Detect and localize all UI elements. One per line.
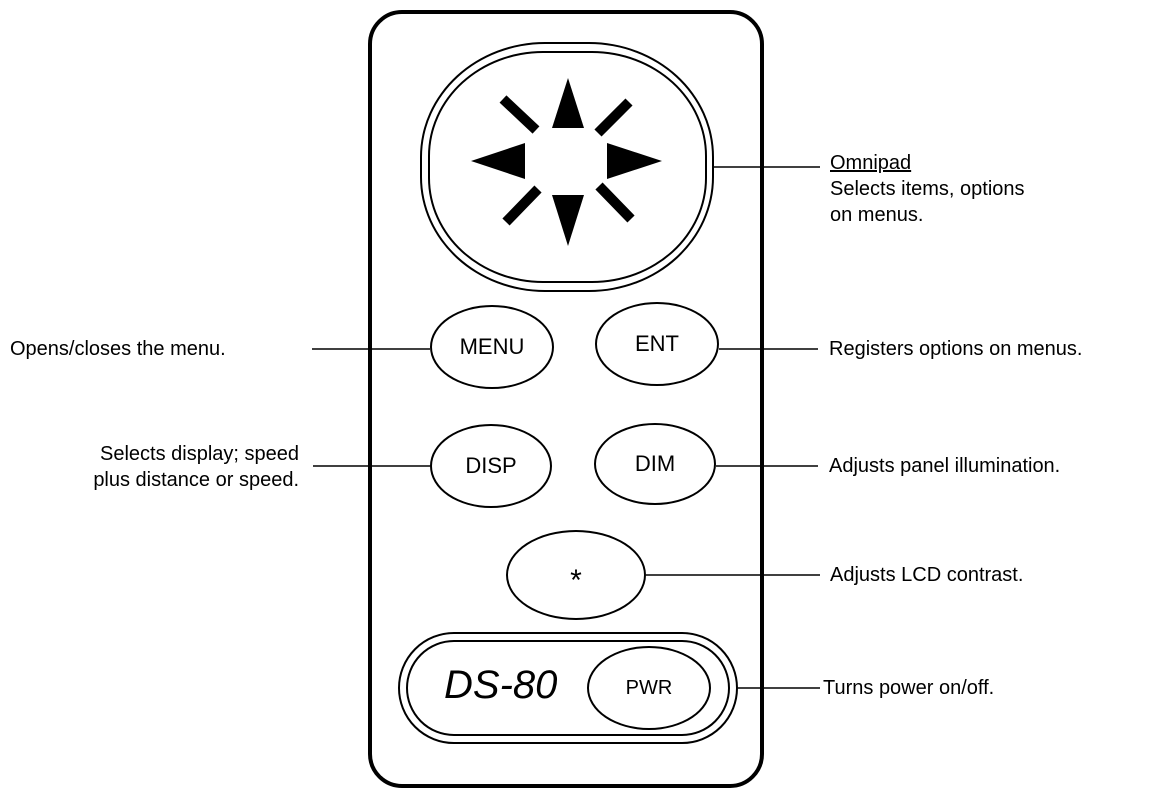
disp-callout-line-2: plus distance or speed. — [93, 469, 299, 491]
omnipad-inner-ring — [428, 51, 707, 283]
omnipad-description-line-1: Selects items, options — [830, 178, 1025, 200]
omnipad-title: Omnipad — [830, 152, 912, 174]
disp-button[interactable]: DISP — [430, 424, 552, 508]
disp-callout-line-1: Selects display; speed — [99, 443, 299, 465]
contrast-callout: Adjusts LCD contrast. — [830, 564, 1024, 586]
power-button[interactable]: PWR — [587, 646, 711, 730]
disp-button-label: DISP — [465, 453, 517, 478]
ent-button[interactable]: ENT — [595, 302, 719, 386]
menu-button-label: MENU — [459, 334, 525, 359]
menu-callout: Opens/closes the menu. — [10, 338, 226, 360]
arrow-down-icon — [552, 195, 584, 246]
arrow-up-left-icon — [499, 95, 540, 134]
contrast-button-label: * — [570, 564, 582, 597]
ent-button-label: ENT — [635, 331, 679, 356]
omnipad-description-line-2: on menus. — [830, 204, 924, 226]
arrow-right-icon — [607, 143, 662, 179]
ent-callout: Registers options on menus. — [829, 338, 1083, 360]
arrow-down-left-icon — [502, 185, 542, 226]
arrow-up-icon — [552, 78, 584, 128]
omnipad[interactable] — [420, 42, 714, 292]
power-callout: Turns power on/off. — [823, 677, 995, 699]
dim-button[interactable]: DIM — [594, 423, 716, 505]
dim-callout: Adjusts panel illumination. — [829, 455, 1061, 477]
arrow-left-icon — [471, 143, 525, 179]
contrast-button[interactable]: * — [506, 530, 646, 620]
menu-button[interactable]: MENU — [430, 305, 554, 389]
power-panel — [398, 632, 738, 744]
dim-button-label: DIM — [634, 451, 676, 476]
arrow-down-right-icon — [595, 182, 635, 223]
arrow-up-right-icon — [594, 98, 633, 137]
control-panel — [368, 10, 764, 788]
model-name: DS-80 — [444, 663, 558, 707]
power-button-label: PWR — [625, 676, 673, 699]
power-panel-inner — [406, 640, 730, 736]
